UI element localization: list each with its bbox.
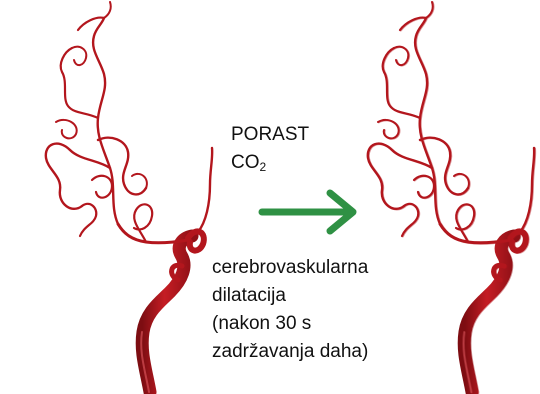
effect-caption: cerebrovaskularna dilatacija (nakon 30 s… bbox=[212, 254, 368, 366]
left-vessel-image bbox=[46, 2, 212, 392]
caption-line: (nakon 30 s bbox=[212, 310, 368, 338]
caption-line: dilatacija bbox=[212, 282, 368, 310]
caption-line: cerebrovaskularna bbox=[212, 254, 368, 282]
right-vessel-image bbox=[368, 2, 535, 392]
stimulus-label-line1: PORAST bbox=[231, 122, 309, 147]
caption-line: zadržavanja daha) bbox=[212, 338, 368, 366]
left-arterial-tree bbox=[46, 2, 212, 392]
right-arrow-icon bbox=[262, 193, 353, 231]
stimulus-label-co2: CO2 bbox=[231, 150, 266, 180]
co2-subscript: 2 bbox=[260, 160, 267, 174]
right-arterial-tree bbox=[368, 2, 535, 392]
co2-main: CO bbox=[231, 152, 260, 173]
